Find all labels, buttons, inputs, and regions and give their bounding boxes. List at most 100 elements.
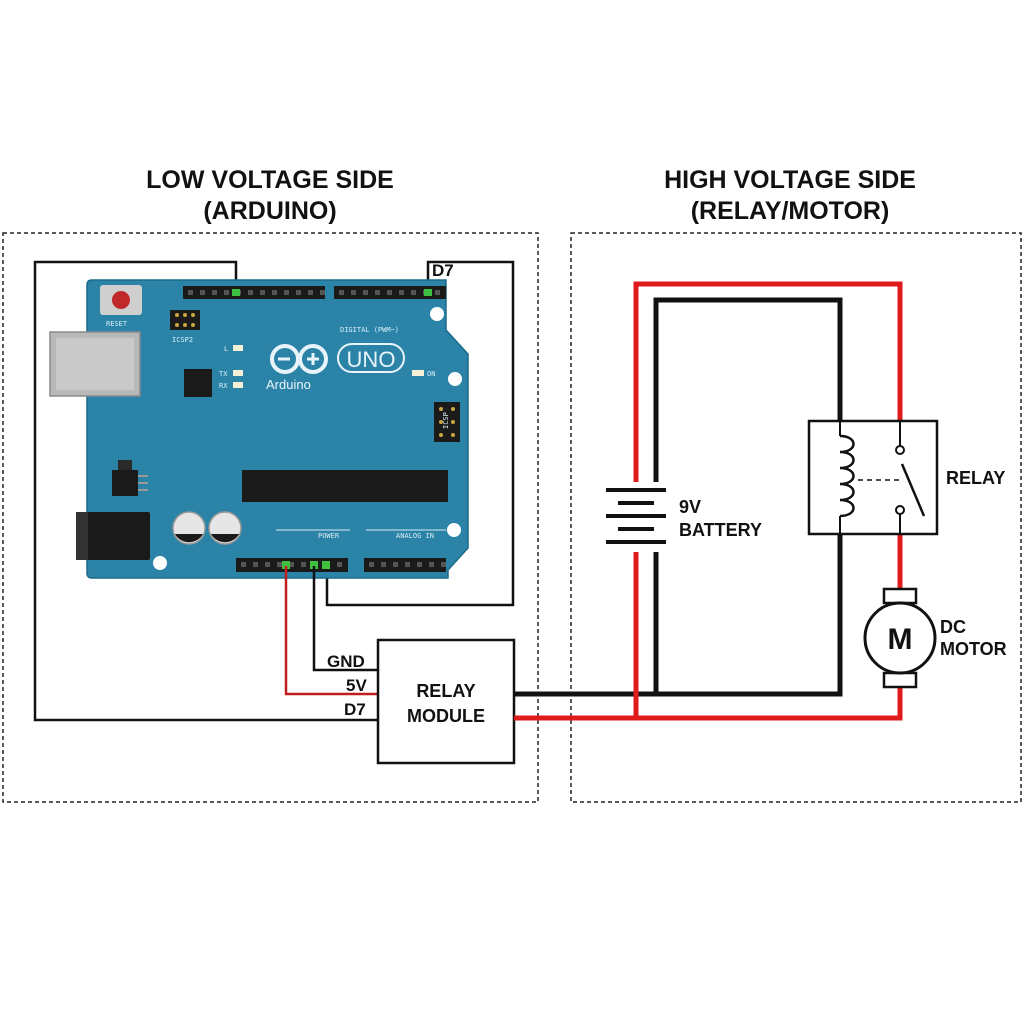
relay-module-label-line2: MODULE [407,706,485,726]
header-pin [411,290,416,295]
led-rx-label: RX [219,382,228,390]
header-pin [265,562,270,567]
header-pin [435,290,440,295]
motor-label-line1: DC [940,617,966,637]
uno-badge [337,343,405,373]
icsp-header [434,402,460,442]
led-l [233,345,243,351]
relay-icon [807,419,939,536]
header-pin [363,290,368,295]
header-pin [200,290,205,295]
header-pin [393,562,398,567]
header-pin [417,562,422,567]
header-pin [212,290,217,295]
header-pin [260,290,265,295]
header-pin [375,290,380,295]
battery-label-line2: BATTERY [679,520,762,540]
header-pin [320,290,325,295]
d7-loop-wire [33,260,378,722]
header-pin [381,562,386,567]
icsp2-label: ICSP2 [172,336,193,344]
header-pin [405,562,410,567]
arduino-brand: Arduino [266,377,311,392]
header-pin [241,562,246,567]
led-on [412,370,424,376]
mount-hole [447,523,461,537]
header-pin [272,290,277,295]
gnd-pin-marker [310,561,318,569]
header-pin [387,290,392,295]
high-voltage-title-line2: (RELAY/MOTOR) [691,197,890,225]
header-pin [429,562,434,567]
d7-top-wire [325,260,515,607]
arduino-pcb [86,279,469,579]
header-pin [337,562,342,567]
top-left-pin-marker [232,289,240,296]
arduino-board: RESET ICSP2 DIGITAL (PWM~) L TX RX ON [49,279,469,579]
gnd-label: GND [327,652,365,671]
relay-module [376,638,516,765]
header-pin [253,562,258,567]
header-pin [224,290,229,295]
5v-wire [284,566,378,696]
header-pin [277,562,282,567]
header-pin [188,290,193,295]
low-voltage-section [2,232,539,803]
d7-top-label: D7 [432,261,454,280]
capacitor [172,511,206,545]
microcontroller-chip [242,470,448,502]
battery-label-line1: 9V [679,497,701,517]
header-pin [248,290,253,295]
header-pin [339,290,344,295]
relay-module-label-line1: RELAY [416,681,475,701]
uno-model: UNO [347,347,396,372]
led-rx [233,382,243,388]
gnd2-pin-marker [322,561,330,569]
led-tx-label: TX [219,370,228,378]
motor-symbol: M [888,623,913,656]
led-tx [233,370,243,376]
mount-hole [153,556,167,570]
dc-power-jack [76,512,150,560]
dc-power-jack-edge [76,512,88,560]
regulator-tab [118,460,132,470]
mount-hole [430,307,444,321]
header-pin [296,290,301,295]
d7-label: D7 [344,700,366,719]
arduino-logo-icon [270,344,328,374]
usb-port-inner [56,338,134,390]
power-label: POWER [318,532,340,540]
top-header-left [183,286,325,299]
reset-button [112,291,130,309]
5v-label: 5V [346,676,367,695]
high-voltage-section [570,232,1022,803]
led-on-label: ON [427,370,435,378]
mount-hole [448,372,462,386]
relay-label: RELAY [946,468,1005,488]
header-pin [441,562,446,567]
header-pin [308,290,313,295]
header-pin [301,562,306,567]
header-pin [351,290,356,295]
header-pin [289,562,294,567]
motor-icon [863,587,937,689]
high-voltage-title-line1: HIGH VOLTAGE SIDE [664,166,916,194]
5v-pin-marker [282,561,290,569]
analog-label: ANALOG IN [396,532,434,540]
motor-label-line2: MOTOR [940,639,1007,659]
header-pin [369,562,374,567]
low-voltage-title-line1: LOW VOLTAGE SIDE [146,166,394,194]
header-pin [284,290,289,295]
battery-icon [600,482,672,552]
low-voltage-title-line2: (ARDUINO) [203,197,336,225]
icsp-label: ICSP [442,412,450,429]
led-l-label: L [224,345,228,353]
capacitor [208,511,242,545]
d7-pin-marker [424,289,432,296]
digital-label: DIGITAL (PWM~) [340,326,399,334]
usb-chip [184,369,212,397]
gnd-wire [312,566,378,672]
header-pin [399,290,404,295]
reset-label: RESET [106,320,128,328]
